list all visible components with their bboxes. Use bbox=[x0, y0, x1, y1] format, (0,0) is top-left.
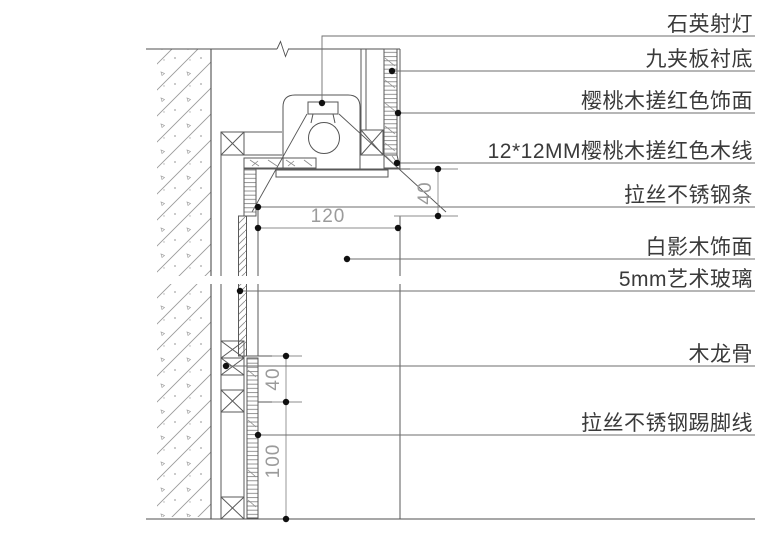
plywood-grain-ticks bbox=[384, 57, 396, 152]
leader-dot bbox=[388, 67, 396, 75]
wood-block-x bbox=[360, 129, 384, 156]
wood-block-x bbox=[220, 389, 245, 413]
callout-art-glass: 5mm艺术玻璃 bbox=[619, 268, 753, 291]
wood-block-x bbox=[220, 357, 245, 376]
wood-block bbox=[220, 131, 245, 156]
callout-cherry-red-trim: 12*12MM樱桃木搓红色木线 bbox=[488, 140, 753, 163]
break-symbol bbox=[276, 40, 289, 58]
dim-value-lower-block: 40 bbox=[263, 367, 284, 390]
leader-dot bbox=[343, 255, 351, 263]
callout-quartz-spotlight: 石英射灯 bbox=[667, 13, 753, 36]
callout-white-shadow-wood: 白影木饰面 bbox=[646, 236, 754, 259]
dim-dot bbox=[434, 212, 442, 220]
dimension-dots bbox=[254, 165, 442, 523]
dim-value-niche-width: 120 bbox=[311, 206, 346, 227]
leader-dot bbox=[318, 99, 326, 107]
leader-dots bbox=[222, 67, 402, 439]
wood-grain-ticks bbox=[249, 159, 313, 167]
lamp-housing bbox=[282, 94, 361, 170]
light-beam-left bbox=[251, 113, 308, 213]
dim-dot bbox=[254, 224, 262, 232]
bulb-neck bbox=[310, 113, 336, 124]
skirting-grain-ticks bbox=[247, 369, 257, 508]
dim-dot bbox=[394, 224, 402, 232]
cherry-ceiling-panel bbox=[243, 157, 317, 169]
stainless-steel-strip bbox=[243, 168, 257, 217]
leader-lines bbox=[226, 35, 755, 436]
callout-steel-skirting: 拉丝不锈钢踢脚线 bbox=[581, 412, 753, 435]
dim-dot bbox=[282, 515, 290, 523]
wood-block-x bbox=[220, 131, 245, 156]
dim-dot bbox=[282, 398, 290, 406]
wood-block-x bbox=[220, 496, 245, 520]
dim-value-skirting: 100 bbox=[263, 444, 284, 479]
art-glass-strip bbox=[238, 215, 247, 357]
callout-labels: 石英射灯 九夹板衬底 樱桃木搓红色饰面 12*12MM樱桃木搓红色木线 拉丝不锈… bbox=[488, 13, 753, 435]
skirting-backing-strip bbox=[246, 357, 259, 519]
bulkhead-right bbox=[360, 48, 401, 169]
ceiling-framing-left bbox=[220, 131, 317, 169]
wood-keel-block bbox=[220, 389, 245, 413]
lamp-flange bbox=[275, 169, 389, 178]
plywood-fascia bbox=[383, 48, 398, 156]
callout-cherry-red-finish: 樱桃木搓红色饰面 bbox=[581, 90, 753, 113]
section-break-band bbox=[150, 276, 408, 284]
callout-steel-strip: 拉丝不锈钢条 bbox=[624, 184, 753, 207]
leader-dot bbox=[254, 431, 262, 439]
dim-dot bbox=[282, 352, 290, 360]
leader-dot bbox=[236, 287, 244, 295]
leader-dot bbox=[393, 159, 401, 167]
callout-plywood-backing: 九夹板衬底 bbox=[646, 48, 754, 71]
callout-wood-keel: 木龙骨 bbox=[689, 343, 754, 366]
bulb bbox=[308, 122, 340, 154]
ceiling-slab bbox=[146, 40, 400, 58]
leader-dot bbox=[394, 109, 402, 117]
recess-box-sides bbox=[360, 49, 367, 130]
wood-block-x bbox=[220, 340, 245, 359]
leader-dot bbox=[254, 203, 262, 211]
dim-value-upper-strip: 40 bbox=[415, 181, 436, 204]
leader-dot bbox=[222, 362, 230, 370]
dim-dot bbox=[434, 165, 442, 173]
leader-quartz-spotlight bbox=[321, 35, 755, 103]
wood-keel-block bbox=[220, 357, 245, 376]
